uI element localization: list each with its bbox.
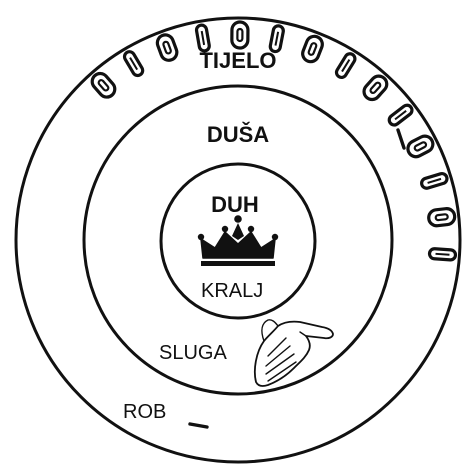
outer-label: TIJELO bbox=[199, 48, 276, 73]
chain-link bbox=[194, 23, 211, 53]
inner-circle bbox=[159, 162, 317, 320]
chain-icon bbox=[90, 20, 458, 429]
open-hand-icon bbox=[253, 319, 334, 387]
chain-link bbox=[427, 207, 457, 228]
outer-role-label: ROB bbox=[123, 401, 166, 423]
middle-role-label: SLUGA bbox=[159, 342, 227, 364]
chain-link bbox=[406, 134, 435, 159]
chain-link bbox=[362, 74, 389, 102]
middle-circle bbox=[82, 84, 394, 396]
chain-link bbox=[334, 52, 357, 80]
chain-link bbox=[155, 33, 179, 62]
inner-label: DUH bbox=[211, 192, 259, 217]
middle-label: DUŠA bbox=[207, 122, 269, 147]
crown-icon bbox=[197, 215, 279, 266]
inner-role-label: KRALJ bbox=[201, 280, 263, 302]
chain-link bbox=[301, 34, 324, 64]
chain-link bbox=[387, 103, 414, 127]
chain-link bbox=[427, 247, 458, 262]
chain-link bbox=[268, 24, 285, 54]
chain-link bbox=[90, 71, 117, 99]
chain-link bbox=[420, 171, 449, 190]
outer-circle bbox=[14, 16, 462, 464]
chain-link bbox=[122, 50, 145, 78]
chain-link bbox=[230, 20, 250, 50]
